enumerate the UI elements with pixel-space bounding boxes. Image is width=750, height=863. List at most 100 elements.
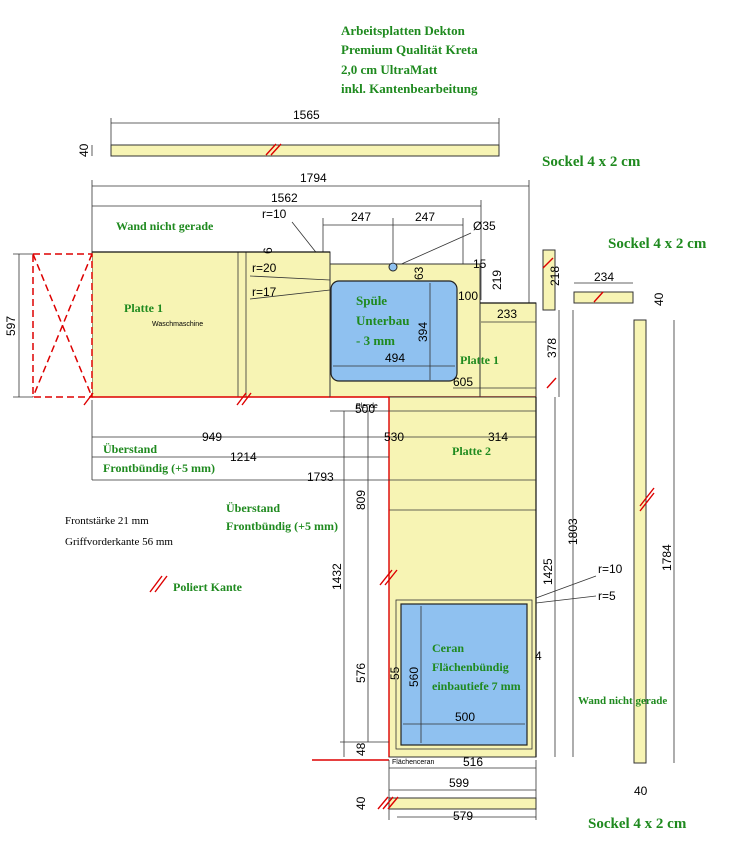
- radius-10-bottom: r=10: [598, 562, 623, 576]
- sockel-strip-1784: [633, 319, 647, 764]
- polished-mark: [387, 796, 399, 810]
- dim-1794: 1794: [300, 171, 327, 185]
- dim-4: 4: [535, 649, 542, 663]
- radius-17: r=17: [252, 285, 277, 299]
- ueberstand-1-a: Überstand: [103, 442, 157, 456]
- dim-40-bottom: 40: [354, 796, 368, 810]
- dim-1562: 1562: [271, 191, 298, 205]
- dim-233: 233: [497, 307, 517, 321]
- dim-55: 55: [388, 666, 402, 680]
- ceran-cutout: [400, 603, 528, 746]
- polished-mark: [639, 487, 655, 507]
- sockel-strip-top: [110, 144, 500, 157]
- slab-platte1-left: [91, 251, 331, 398]
- frontstaerke-note: Frontstärke 21 mm: [65, 515, 149, 527]
- dim-100: 100: [458, 289, 478, 303]
- dim-599: 599: [449, 776, 469, 790]
- dim-63: 63: [412, 266, 426, 280]
- polished-mark: [382, 796, 394, 810]
- dim-560: 560: [407, 667, 421, 687]
- leader-line: [535, 595, 597, 604]
- dim-394: 394: [416, 322, 430, 342]
- dim-576: 576: [354, 663, 368, 683]
- wand-label-right: Wand nicht gerade: [578, 695, 667, 707]
- blende-label: Blende: [356, 403, 378, 410]
- platte1-right-label: Platte 1: [460, 353, 499, 367]
- dim-530: 530: [384, 430, 404, 444]
- dim-314: 314: [488, 430, 508, 444]
- dim-247-right: 247: [415, 210, 435, 224]
- header-line-4: inkl. Kantenbearbeitung: [341, 81, 478, 96]
- dim-40-right: 40: [652, 292, 666, 306]
- polished-legend-mark: [149, 575, 163, 593]
- flaechenceran-label: Flächenceran: [392, 759, 435, 766]
- dim-40-vertical: 40: [634, 784, 648, 798]
- dim-48: 48: [354, 742, 368, 756]
- sink-label-3: - 3 mm: [356, 333, 395, 348]
- dim-15: 15: [473, 257, 487, 271]
- header-line-2: Premium Qualität Kreta: [341, 42, 478, 57]
- radius-20: r=20: [252, 261, 277, 275]
- polished-mark: [270, 143, 282, 156]
- sockel-label-right: Sockel 4 x 2 cm: [608, 236, 707, 252]
- dim-1565: 1565: [293, 108, 320, 122]
- ueberstand-2-a: Überstand: [226, 501, 280, 515]
- waschmaschine-label: Waschmaschine: [152, 321, 203, 328]
- polished-mark: [265, 143, 277, 156]
- dim-597: 597: [4, 316, 18, 336]
- wand-label-top: Wand nicht gerade: [116, 219, 214, 233]
- dim-949: 949: [202, 430, 222, 444]
- ceran-label-3: einbautiefe 7 mm: [432, 679, 521, 693]
- dim-219: 219: [490, 270, 504, 290]
- polished-mark: [83, 392, 94, 406]
- polished-mark: [379, 569, 393, 586]
- ueberstand-2-b: Frontbündig (+5 mm): [226, 519, 338, 533]
- polished-mark: [377, 796, 389, 810]
- polished-mark: [593, 291, 604, 303]
- tap-hole-icon: [388, 262, 398, 272]
- ueberstand-1-b: Frontbündig (+5 mm): [103, 461, 215, 475]
- sink-label-2: Unterbau: [356, 313, 409, 328]
- polished-mark: [546, 377, 557, 389]
- poliert-legend: Poliert Kante: [173, 580, 243, 594]
- polished-mark: [236, 392, 247, 406]
- dim-diameter-35: Ø35: [473, 219, 496, 233]
- radius-10-top: r=10: [262, 207, 287, 221]
- dim-218: 218: [548, 266, 562, 286]
- polished-mark: [241, 392, 252, 406]
- sockel-label-bottom: Sockel 4 x 2 cm: [588, 816, 687, 832]
- dim-1793: 1793: [307, 470, 334, 484]
- sink-cutout: [330, 280, 458, 382]
- dim-247-left: 247: [351, 210, 371, 224]
- leader-line: [249, 289, 331, 300]
- polished-legend-mark: [154, 575, 168, 593]
- dim-1214: 1214: [230, 450, 257, 464]
- sink-label-1: Spüle: [356, 293, 387, 308]
- diag-line: [32, 253, 93, 398]
- polished-mark: [542, 257, 554, 269]
- dim-516: 516: [463, 755, 483, 769]
- leader-line: [535, 575, 597, 599]
- dim-40-top: 40: [77, 143, 91, 157]
- dim-494: 494: [385, 351, 405, 365]
- ceran-label-2: Flächenbündig: [432, 660, 509, 674]
- dim-378: 378: [545, 338, 559, 358]
- dim-234: 234: [594, 270, 614, 284]
- dim-809: 809: [354, 490, 368, 510]
- griff-note: Griffvorderkante 56 mm: [65, 536, 173, 548]
- platte1-left-label: Platte 1: [124, 301, 163, 315]
- sockel-strip-234: [573, 291, 634, 304]
- dim-1432: 1432: [330, 563, 344, 590]
- sockel-label-top: Sockel 4 x 2 cm: [542, 154, 641, 170]
- dim-1425: 1425: [541, 558, 555, 585]
- dim-500-top: 500: [355, 402, 375, 416]
- radius-5: r=5: [598, 589, 616, 603]
- slab-platte1-right-ext: [479, 302, 537, 398]
- header-line-3: 2,0 cm UltraMatt: [341, 62, 438, 77]
- polished-mark: [384, 569, 398, 586]
- polished-mark: [639, 492, 655, 512]
- header-line-1: Arbeitsplatten Dekton: [341, 23, 466, 38]
- dim-1803: 1803: [566, 518, 580, 545]
- leader-line: [396, 232, 472, 267]
